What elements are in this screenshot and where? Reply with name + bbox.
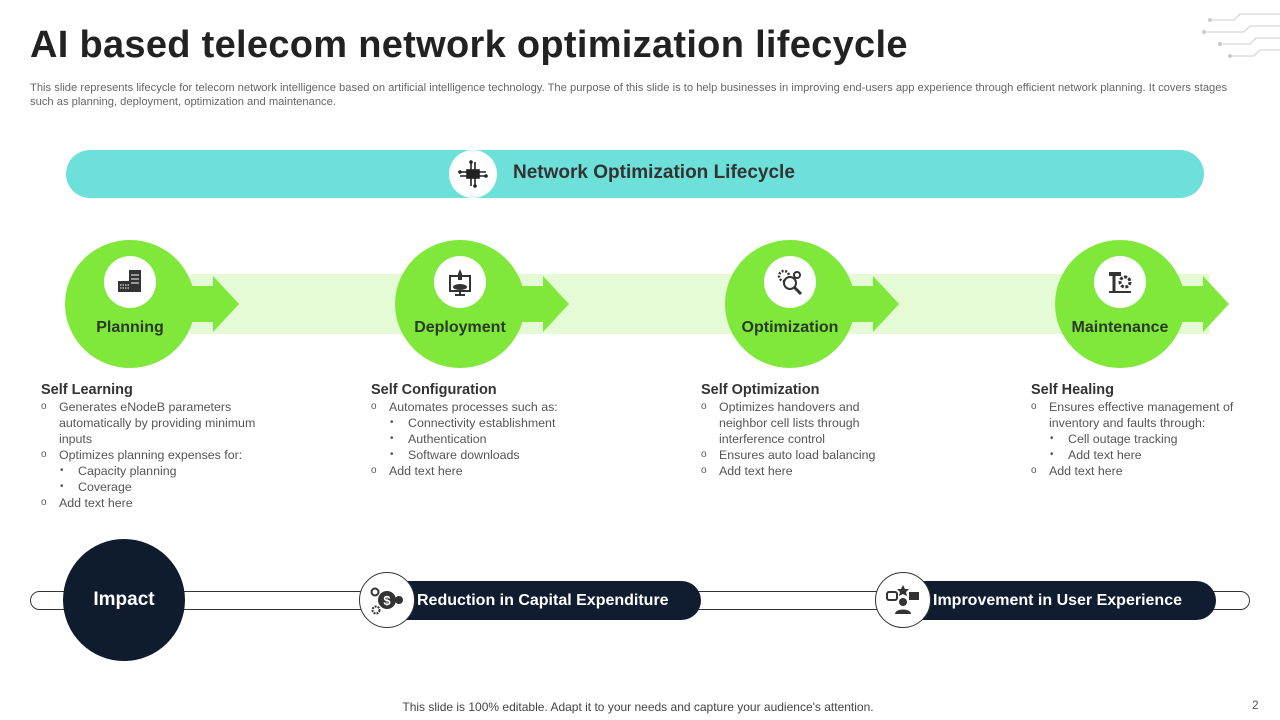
dollar-gear-icon: $ [359,572,415,628]
page-title: AI based telecom network optimization li… [30,24,908,66]
impact-circle: Impact [63,539,185,661]
list-item: Authentication [371,431,596,447]
progress-band [190,274,1210,334]
stage-details-deployment: Self ConfigurationAutomates processes su… [371,381,596,479]
stage-details-maintenance: Self HealingEnsures effective management… [1031,381,1251,479]
svg-text:$: $ [383,593,391,608]
list-item: Software downloads [371,447,596,463]
list-item: Add text here [701,463,891,479]
arrow-right-icon [543,276,569,332]
impact-item-capex: Reduction in Capital Expenditure [385,581,701,620]
stage-label: Optimization [741,319,839,336]
list-item: Capacity planning [41,463,266,479]
stage-heading: Self Optimization [701,382,820,398]
arrow-right-icon [873,276,899,332]
stage-maintenance: Maintenance [1055,240,1230,370]
building-plan-icon [104,256,156,308]
stage-deployment: Deployment [395,240,570,370]
page-number: 2 [1252,698,1259,712]
list-item: Connectivity establishment [371,415,596,431]
stage-heading: Self Healing [1031,382,1114,398]
stage-label: Deployment [414,319,506,336]
impact-item-user-experience: Improvement in User Experience [901,581,1216,620]
user-feedback-icon [875,572,931,628]
rocket-monitor-icon [434,256,486,308]
list-item: Optimizes handovers and neighbor cell li… [701,399,891,447]
list-item: Add text here [371,463,596,479]
lifecycle-banner-title: Network Optimization Lifecycle [513,162,795,183]
lifecycle-banner [66,150,1204,198]
list-item: Ensures effective management of inventor… [1031,399,1251,431]
list-item: Add text here [41,495,266,511]
footer-note: This slide is 100% editable. Adapt it to… [402,700,874,714]
list-item: Add text here [1031,447,1251,463]
hammer-gear-icon [1094,256,1146,308]
list-item: Ensures auto load balancing [701,447,891,463]
list-item: Automates processes such as: [371,399,596,415]
circuit-decoration-icon [1202,13,1280,58]
list-item: Coverage [41,479,266,495]
slide-description: This slide represents lifecycle for tele… [30,82,1228,108]
gear-search-icon [764,256,816,308]
arrow-right-icon [1203,276,1229,332]
list-item: Cell outage tracking [1031,431,1251,447]
stage-label: Maintenance [1071,319,1169,336]
stage-optimization: Optimization [725,240,900,370]
list-item: Generates eNodeB parameters automaticall… [41,399,266,447]
network-hub-icon [449,150,497,198]
stage-details-planning: Self LearningGenerates eNodeB parameters… [41,381,266,511]
stage-planning: Planning [65,240,240,370]
stage-details-optimization: Self OptimizationOptimizes handovers and… [701,381,891,479]
stage-label: Planning [96,319,164,336]
list-item: Add text here [1031,463,1251,479]
list-item: Optimizes planning expenses for: [41,447,266,463]
stage-heading: Self Learning [41,382,133,398]
stage-heading: Self Configuration [371,382,497,398]
arrow-right-icon [213,276,239,332]
